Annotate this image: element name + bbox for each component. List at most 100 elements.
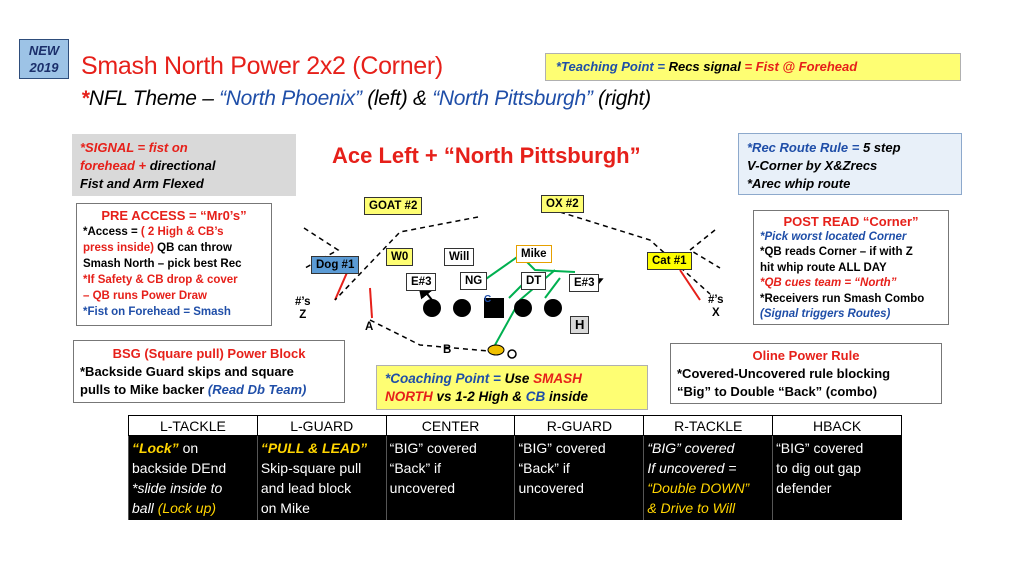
teaching-point-box: *Teaching Point = Recs signal = Fist @ F… (545, 53, 961, 81)
lt-l1: on (178, 440, 199, 456)
h-back-label: H (570, 316, 590, 334)
lg-l1: “PULL & LEAD” (260, 440, 368, 456)
rg-l1: “BIG” covered (518, 440, 606, 456)
coaching-point-box: *Coaching Point = Use SMASH NORTH vs 1-2… (376, 365, 648, 410)
rg-player (514, 299, 532, 317)
oline-rule-l1: *Covered-Uncovered rule blocking (677, 366, 891, 381)
rt-l1: “BIG” covered (647, 440, 735, 456)
lt-l3: *slide inside to (132, 480, 223, 496)
rec-route-rule-box: *Rec Route Rule = 5 step V-Corner by X&Z… (738, 133, 962, 195)
guard-block-path (544, 277, 561, 299)
a-receiver-label: A (365, 321, 374, 333)
lt-l4y: (Lock up) (157, 500, 217, 516)
a-rush-line (369, 287, 373, 319)
w0-label: W0 (386, 248, 414, 266)
teaching-point-eq: = Fist @ Forehead (740, 59, 858, 74)
page-title: Smash North Power 2x2 (Corner) (81, 52, 443, 80)
subtitle-left: (left) & (361, 87, 433, 110)
lg-l2: Skip-square pull (260, 460, 362, 476)
lt-l2: backside DEnd (132, 460, 227, 476)
z-nums: #’s (295, 296, 311, 308)
x-nums: #’s (708, 294, 724, 306)
rec-route-line2: V-Corner by X&Zrecs (747, 158, 878, 173)
pre-access-l6: *Fist on Forehead = Smash (83, 306, 231, 318)
goat-label: GOAT #2 (364, 197, 423, 215)
rg-l3: uncovered (518, 480, 584, 496)
coaching-cb: CB (525, 389, 546, 404)
post-read-box: POST READ “Corner” *Pick worst located C… (753, 210, 949, 325)
lt-player (423, 299, 441, 317)
pre-access-l1b: ( 2 High & CB’s (140, 226, 224, 238)
badge-year: 2019 (29, 60, 59, 75)
cell-hb: “BIG” covered to dig out gap defender (772, 435, 902, 520)
cell-rt: “BIG” covered If uncovered = “Double DOW… (643, 435, 773, 520)
c-l3: uncovered (389, 480, 456, 496)
coaching-inside: inside (545, 389, 589, 404)
pre-access-l5: – QB runs Power Draw (83, 290, 207, 302)
c-l1: “BIG” covered (389, 440, 477, 456)
rec-route-label: *Rec Route Rule = (747, 140, 863, 155)
dt-label: DT (521, 272, 547, 290)
e3-left-label: E#3 (406, 273, 437, 291)
post-read-l4: *QB cues team = “North” (760, 277, 897, 289)
z-letter: Z (299, 309, 307, 321)
col-header-hb: HBACK (772, 415, 902, 436)
signal-box: *SIGNAL = fist on forehead + directional… (72, 134, 296, 196)
hb-l2: to dig out gap (776, 460, 861, 476)
rec-route-line3: *Arec whip route (747, 176, 851, 191)
col-header-rg: R-GUARD (514, 415, 645, 436)
e3-right-label: E#3 (569, 274, 600, 292)
col-header-lt: L-TACKLE (128, 415, 258, 436)
bsg-l1: *Backside Guard skips and square (80, 364, 294, 379)
coaching-north: NORTH (385, 389, 433, 404)
post-read-l2: *QB reads Corner – if with Z (760, 246, 913, 258)
signal-line3: Fist and Arm Flexed (80, 176, 204, 191)
pre-access-box: PRE ACCESS = “Mr0’s” *Access = ( 2 High … (76, 203, 272, 326)
cell-lg: “PULL & LEAD” Skip-square pull and lead … (256, 435, 387, 520)
signal-line2-black: directional (149, 158, 216, 173)
coaching-vs: vs 1-2 High & (432, 389, 526, 404)
oline-rule-l2: “Big” to Double “Back” (combo) (677, 384, 878, 399)
bsg-power-block-box: BSG (Square pull) Power Block *Backside … (73, 340, 345, 403)
page-subtitle: *NFL Theme – “North Phoenix” (left) & “N… (81, 87, 651, 111)
signal-line2-red: forehead + (80, 158, 150, 173)
rt-l3: “Double DOWN” (647, 480, 750, 496)
pre-access-header: PRE ACCESS = “Mr0’s” (101, 208, 247, 223)
post-read-header: POST READ “Corner” (783, 214, 919, 229)
rg-l2: “Back” if (518, 460, 570, 476)
subtitle-left-name: “North Phoenix” (219, 87, 362, 110)
cell-c: “BIG” covered “Back” if uncovered (385, 435, 515, 520)
pre-access-l2b: QB can throw (153, 242, 232, 254)
teaching-point-label: *Teaching Point = (556, 59, 669, 74)
oline-assignments-table: L-TACKLE L-GUARD CENTER R-GUARD R-TACKLE… (128, 415, 902, 520)
x-letter: X (711, 307, 720, 319)
x-corner-route (688, 229, 721, 269)
rt-l4: & Drive to Will (647, 500, 736, 516)
post-read-l5: *Receivers run Smash Combo (760, 292, 925, 305)
lg-player (453, 299, 471, 317)
center-player (484, 298, 504, 318)
hb-l1: “BIG” covered (776, 440, 864, 456)
dog-label: Dog #1 (311, 256, 360, 274)
post-read-l3: hit whip route ALL DAY (760, 261, 887, 274)
a-whip-route (369, 319, 501, 353)
badge-new: NEW (28, 43, 60, 58)
signal-line1: *SIGNAL = fist on (80, 140, 188, 155)
pre-access-l1a: *Access = (83, 226, 141, 238)
ball-marker (507, 349, 517, 359)
pre-access-l2a: press inside) (83, 242, 154, 254)
lg-l4: on Mike (260, 500, 310, 516)
c-l2: “Back” if (389, 460, 441, 476)
will-label: Will (444, 248, 475, 266)
bsg-l2a: pulls to Mike backer (80, 382, 208, 397)
post-read-l1: *Pick worst located Corner (760, 230, 907, 243)
lt-l4a: ball (132, 500, 158, 516)
cat-label: Cat #1 (647, 252, 692, 270)
ox-label: OX #2 (541, 195, 584, 213)
coaching-smash: SMASH (533, 371, 582, 386)
rec-route-label2: 5 step (862, 140, 901, 155)
hb-l3: defender (776, 480, 832, 496)
pre-access-l4: *If Safety & CB drop & cover (83, 274, 238, 286)
coaching-use: Use (504, 371, 534, 386)
